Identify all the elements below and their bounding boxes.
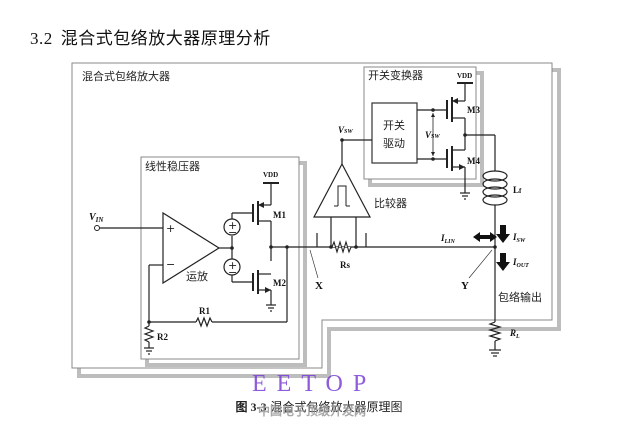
isw-arrow bbox=[496, 225, 510, 243]
rl-label: RL bbox=[509, 328, 520, 340]
outer-box-shadow bbox=[77, 68, 561, 378]
vdd-switch-label: VDD bbox=[457, 72, 472, 80]
bias1-minus: − bbox=[228, 226, 237, 239]
m4-label: M4 bbox=[467, 156, 480, 166]
vsw-gate-label: VSW bbox=[425, 130, 440, 140]
section-title: 混合式包络放大器原理分析 bbox=[60, 29, 271, 49]
watermark-subtitle: 中国电子顶级开发网 bbox=[258, 404, 367, 418]
lf-label: Lf bbox=[513, 185, 522, 195]
switching-converter-label: 开关变换器 bbox=[368, 68, 423, 82]
bias2-minus: − bbox=[228, 266, 237, 279]
m3-label: M3 bbox=[467, 105, 480, 115]
iout-label: IOUT bbox=[512, 257, 529, 269]
opamp-label: 运放 bbox=[186, 269, 208, 283]
outer-box-label: 混合式包络放大器 bbox=[82, 69, 170, 83]
opamp-minus: − bbox=[166, 258, 175, 271]
m2-arrow bbox=[265, 287, 271, 293]
vin-label: VIN bbox=[89, 212, 104, 224]
bias1-plus: + bbox=[228, 219, 237, 232]
figure-title: 混合式包络放大器原理图 bbox=[270, 400, 403, 414]
vdd-linear-label: VDD bbox=[263, 171, 278, 179]
watermark-brand: EETOP bbox=[252, 371, 377, 397]
m1-arrow bbox=[258, 202, 264, 208]
m4-arrow bbox=[459, 164, 465, 170]
section-heading: 3.2 混合式包络放大器原理分析 bbox=[30, 24, 271, 49]
opamp-plus: + bbox=[166, 222, 175, 235]
m1-label: M1 bbox=[273, 210, 286, 220]
section-number: 3.2 bbox=[30, 29, 53, 48]
isw-label: ISW bbox=[512, 232, 526, 244]
junction-dots bbox=[147, 108, 497, 324]
comparator-label: 比较器 bbox=[374, 196, 407, 210]
vin-terminal bbox=[94, 225, 100, 231]
switch-driver-box bbox=[371, 102, 418, 164]
m2-label: M2 bbox=[273, 278, 286, 288]
ilin-bidirectional-arrow bbox=[473, 232, 497, 242]
r1-label: R1 bbox=[199, 306, 210, 316]
iout-arrow bbox=[496, 253, 510, 271]
bias2-plus: + bbox=[228, 259, 237, 272]
wires bbox=[99, 82, 508, 357]
ilin-label: ILIN bbox=[440, 233, 456, 245]
switch-driver-label-1: 开关 bbox=[383, 118, 405, 132]
m3-arrow bbox=[452, 98, 458, 104]
node-x-label: X bbox=[315, 280, 323, 292]
rs-label: Rs bbox=[340, 260, 350, 270]
linear-regulator-label: 线性稳压器 bbox=[145, 159, 200, 173]
figure-number: 图 3-3 bbox=[235, 400, 267, 414]
r2-label: R2 bbox=[157, 332, 168, 342]
switch-driver-label-2: 驱动 bbox=[383, 137, 405, 150]
envelope-output-label: 包络输出 bbox=[498, 290, 542, 304]
node-y-label: Y bbox=[461, 280, 469, 292]
vsw-comparator-label: VSW bbox=[338, 125, 353, 135]
